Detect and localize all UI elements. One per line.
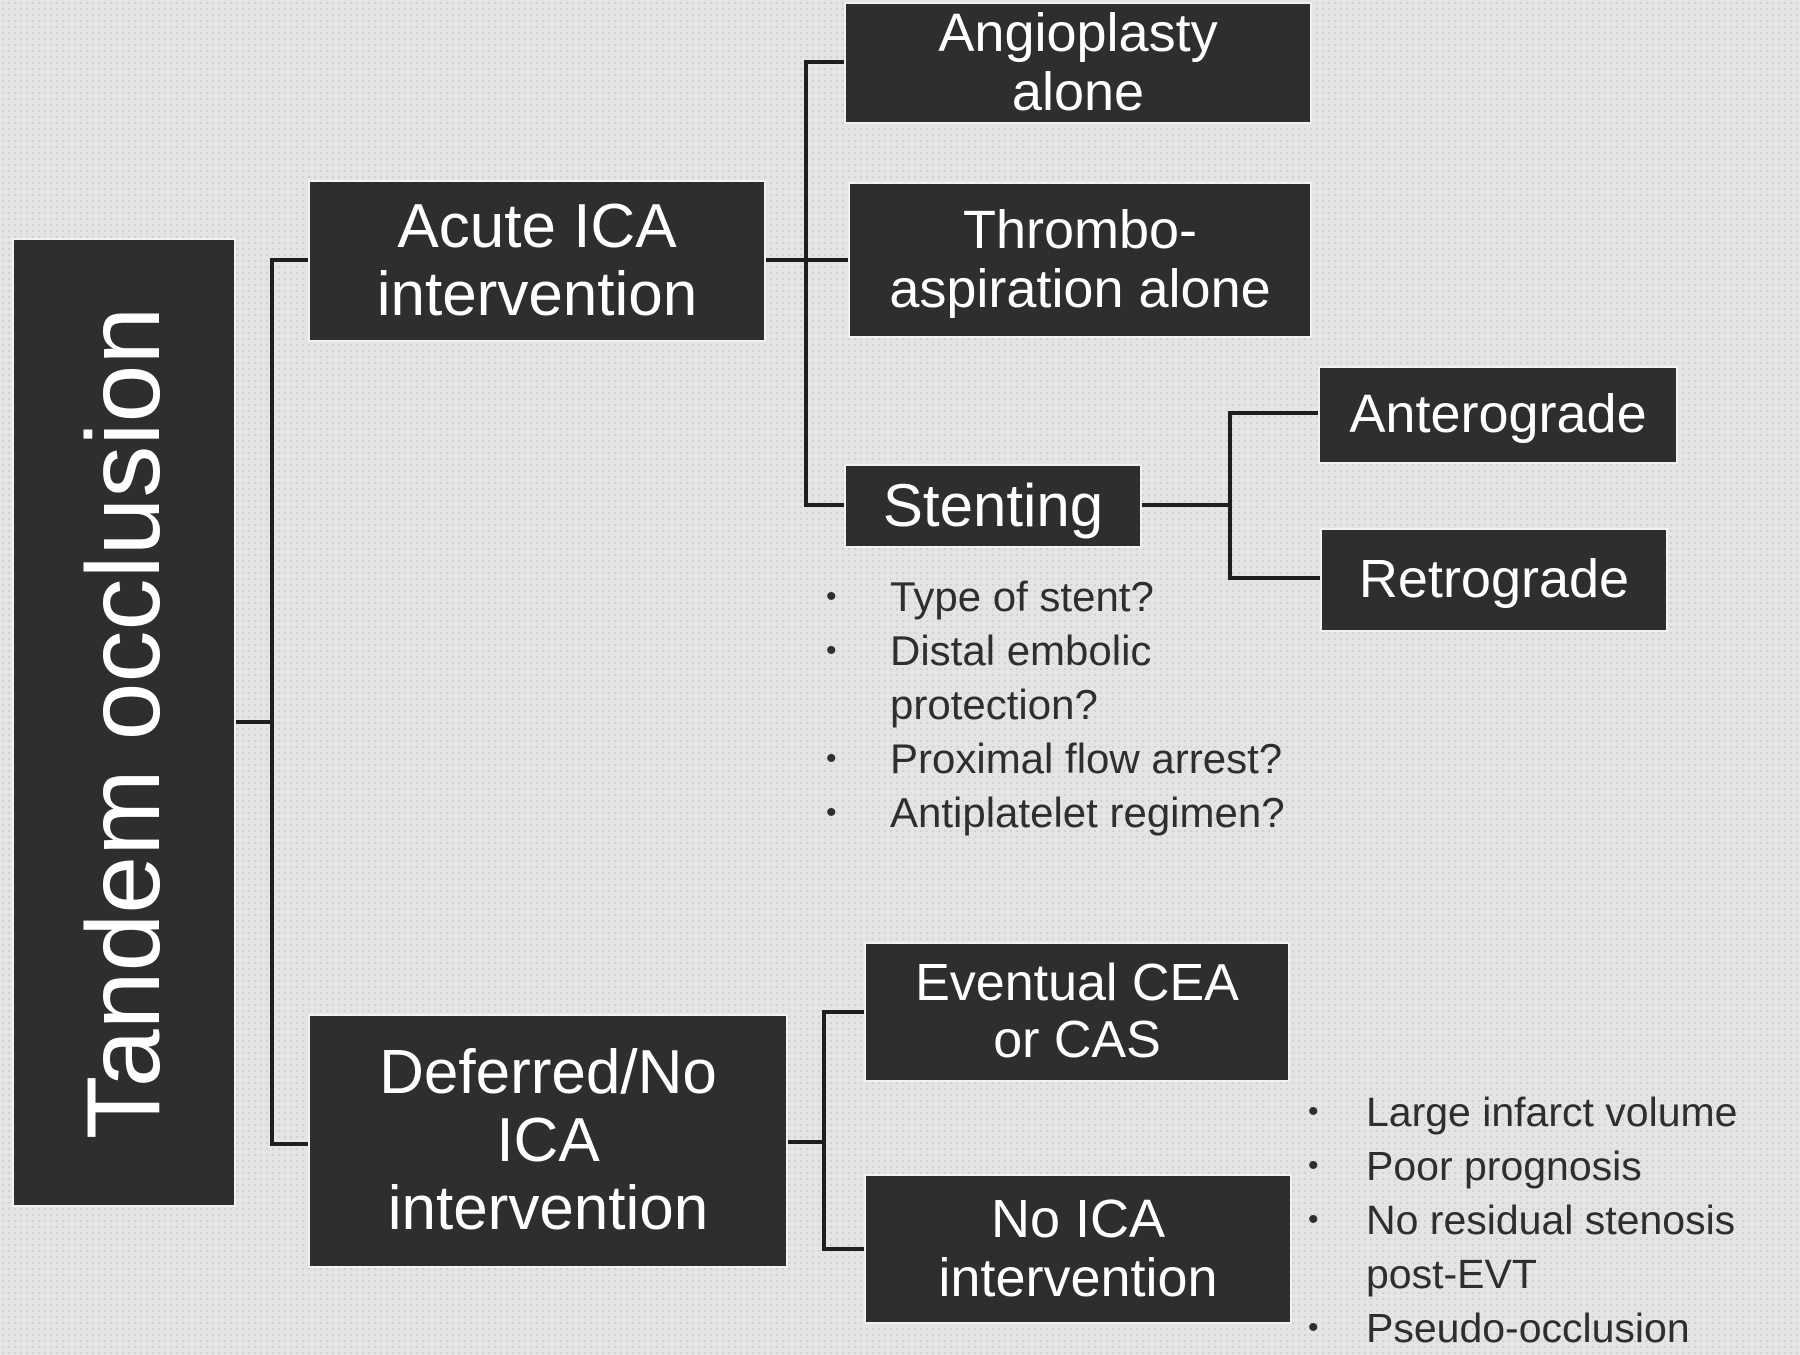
acute-ica-intervention-box: Acute ICA intervention (310, 182, 764, 340)
deferred-no-ica-intervention-label: Deferred/No ICA intervention (379, 1037, 717, 1244)
list-item: Large infarct volume (1306, 1085, 1796, 1139)
anterograde-label: Anterograde (1349, 384, 1647, 445)
stenting-label: Stenting (882, 472, 1104, 539)
acute-ica-intervention-label: Acute ICA intervention (376, 191, 698, 329)
no-ica-intervention-box: No ICA intervention (866, 1176, 1290, 1322)
no-intervention-reasons-list: Large infarct volume Poor prognosis No r… (1306, 1085, 1796, 1355)
tandem-occlusion-label: Tandem occlusion (66, 306, 182, 1139)
anterograde-box: Anterograde (1320, 368, 1676, 462)
list-item: Pseudo-occlusion (1306, 1301, 1796, 1355)
list-item: Distal embolic protection? (824, 624, 1344, 732)
thromboaspiration-alone-box: Thrombo- aspiration alone (850, 184, 1310, 336)
retrograde-label: Retrograde (1358, 549, 1630, 610)
list-item: Poor prognosis (1306, 1139, 1796, 1193)
tandem-occlusion-box: Tandem occlusion (14, 240, 234, 1205)
deferred-no-ica-intervention-box: Deferred/No ICA intervention (310, 1016, 786, 1266)
connector-stenting-branch (1138, 411, 1324, 580)
eventual-cea-or-cas-box: Eventual CEA or CAS (866, 944, 1288, 1080)
eventual-cea-or-cas-label: Eventual CEA or CAS (915, 953, 1239, 1069)
connector-root-branch (232, 258, 312, 1146)
retrograde-box: Retrograde (1322, 530, 1666, 630)
no-ica-intervention-label: No ICA intervention (938, 1188, 1218, 1308)
list-item: Antiplatelet regimen? (824, 786, 1344, 840)
angioplasty-alone-box: Angioplasty alone (846, 2, 1310, 122)
list-item: Type of stent? (824, 570, 1344, 624)
connector-acute-branch (762, 60, 852, 507)
angioplasty-alone-label: Angioplasty alone (938, 2, 1218, 122)
list-item: Proximal flow arrest? (824, 732, 1344, 786)
connector-deferred-branch (784, 1010, 868, 1251)
thromboaspiration-alone-label: Thrombo- aspiration alone (889, 199, 1271, 319)
stenting-questions-list: Type of stent? Distal embolic protection… (824, 570, 1344, 840)
list-item: No residual stenosis post-EVT (1306, 1193, 1796, 1301)
stenting-box: Stenting (846, 466, 1140, 546)
